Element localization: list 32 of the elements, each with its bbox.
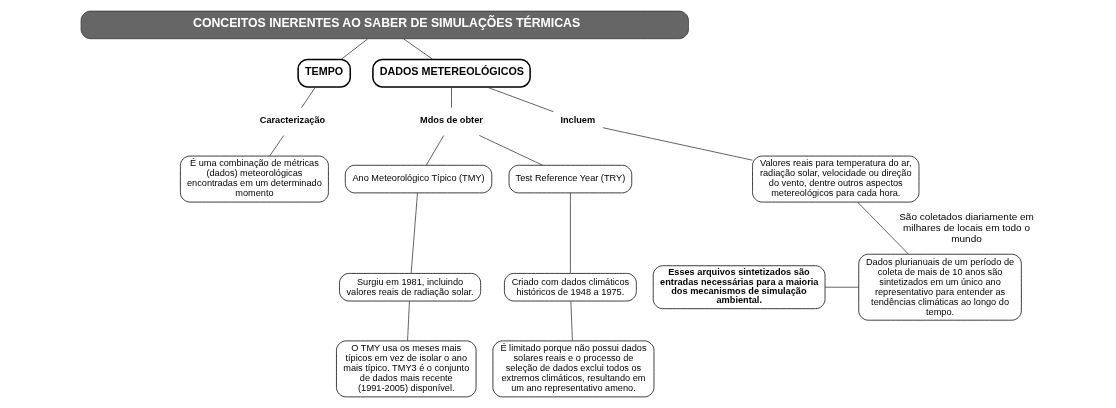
connector: [268, 135, 284, 157]
connector: [450, 86, 452, 108]
connector: [406, 300, 410, 341]
connector: [570, 300, 573, 341]
node-box: DADOS METEREOLÓGICOS: [371, 58, 531, 88]
node-box: Esses arquivos sintetizados são entradas necessárias para a maioria dos mecanismos de simulação ambiental.: [652, 265, 825, 310]
node-box: Test Reference Year (TRY): [508, 164, 632, 194]
connector: [402, 38, 433, 60]
node-text: Caracterização: [259, 115, 325, 126]
node-box: Ano Meteorológico Típico (TMY): [344, 164, 492, 194]
node-box: TEMPO: [296, 58, 351, 88]
connector: [300, 86, 316, 108]
node-box: É uma combinação de métricas (dados) meteorológicas encontradas em um determinado momento: [179, 155, 329, 203]
node-box: Surgiu em 1981, incluindo valores reais de radiação solar.: [338, 273, 481, 302]
node-box: Dados plurianuais de um período de coleta de mais de 10 anos são sintetizados em um único ano representativo para entender as tendências climáticas ao longo do tempo.: [857, 253, 1022, 321]
edge-label: São coletados diariamente em milhares de locais em todo o mundo: [898, 211, 1034, 244]
node-box: Criado com dados climáticos históricos de 1948 a 1975.: [503, 273, 637, 302]
connector: [856, 201, 909, 255]
node-box: CONCEITOS INERENTES AO SABER DE SIMULAÇÕES TÉRMICAS: [80, 10, 689, 40]
connector: [425, 135, 444, 166]
connector: [824, 286, 859, 288]
connector: [478, 135, 543, 166]
node-text: Mdos de obter: [419, 115, 483, 126]
connector: [601, 127, 753, 161]
node-box: É limitado porque não possui dados solares reais e o processo de seleção de dados exclui todos os extremos climáticos, resultando em um ano representativo ameno.: [492, 340, 654, 398]
connector: [340, 38, 368, 60]
node-text: Incluem: [559, 115, 595, 126]
node-box: O TMY usa os meses mais típicos em vez de isolar o ano mais típico. TMY3 é o conjunto de dados mais recente (1991-2005) disponível.: [335, 340, 476, 398]
node-box: Valores reais para temperatura do ar, radiação solar, velocidade ou direção do vento, dentre outros aspectos metereológicos para cada hora.: [751, 155, 919, 203]
connector: [486, 86, 554, 113]
connector: [410, 192, 418, 274]
connector: [569, 192, 571, 274]
